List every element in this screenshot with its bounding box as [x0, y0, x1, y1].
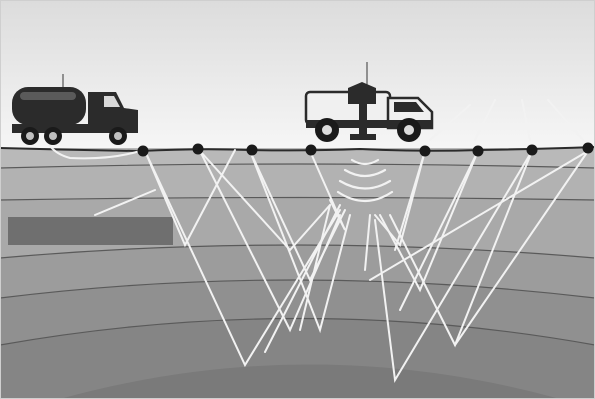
- dark-bed: [8, 217, 173, 245]
- wheel-hub: [322, 125, 332, 135]
- geophone-icon: [247, 145, 258, 156]
- vibrator-column: [359, 104, 367, 134]
- geophone-icon: [138, 146, 149, 157]
- wheel-hub: [49, 132, 57, 140]
- tank-highlight: [20, 92, 76, 100]
- geophone-icon: [473, 146, 484, 157]
- geophone-icon: [583, 143, 594, 154]
- geophone-icon: [193, 144, 204, 155]
- wheel-hub: [404, 125, 414, 135]
- geophone-icon: [527, 145, 538, 156]
- vibrator-pad: [350, 134, 376, 140]
- geophone-icon: [306, 145, 317, 156]
- wheel-hub: [114, 132, 122, 140]
- geophone-icon: [420, 146, 431, 157]
- wheel-hub: [26, 132, 34, 140]
